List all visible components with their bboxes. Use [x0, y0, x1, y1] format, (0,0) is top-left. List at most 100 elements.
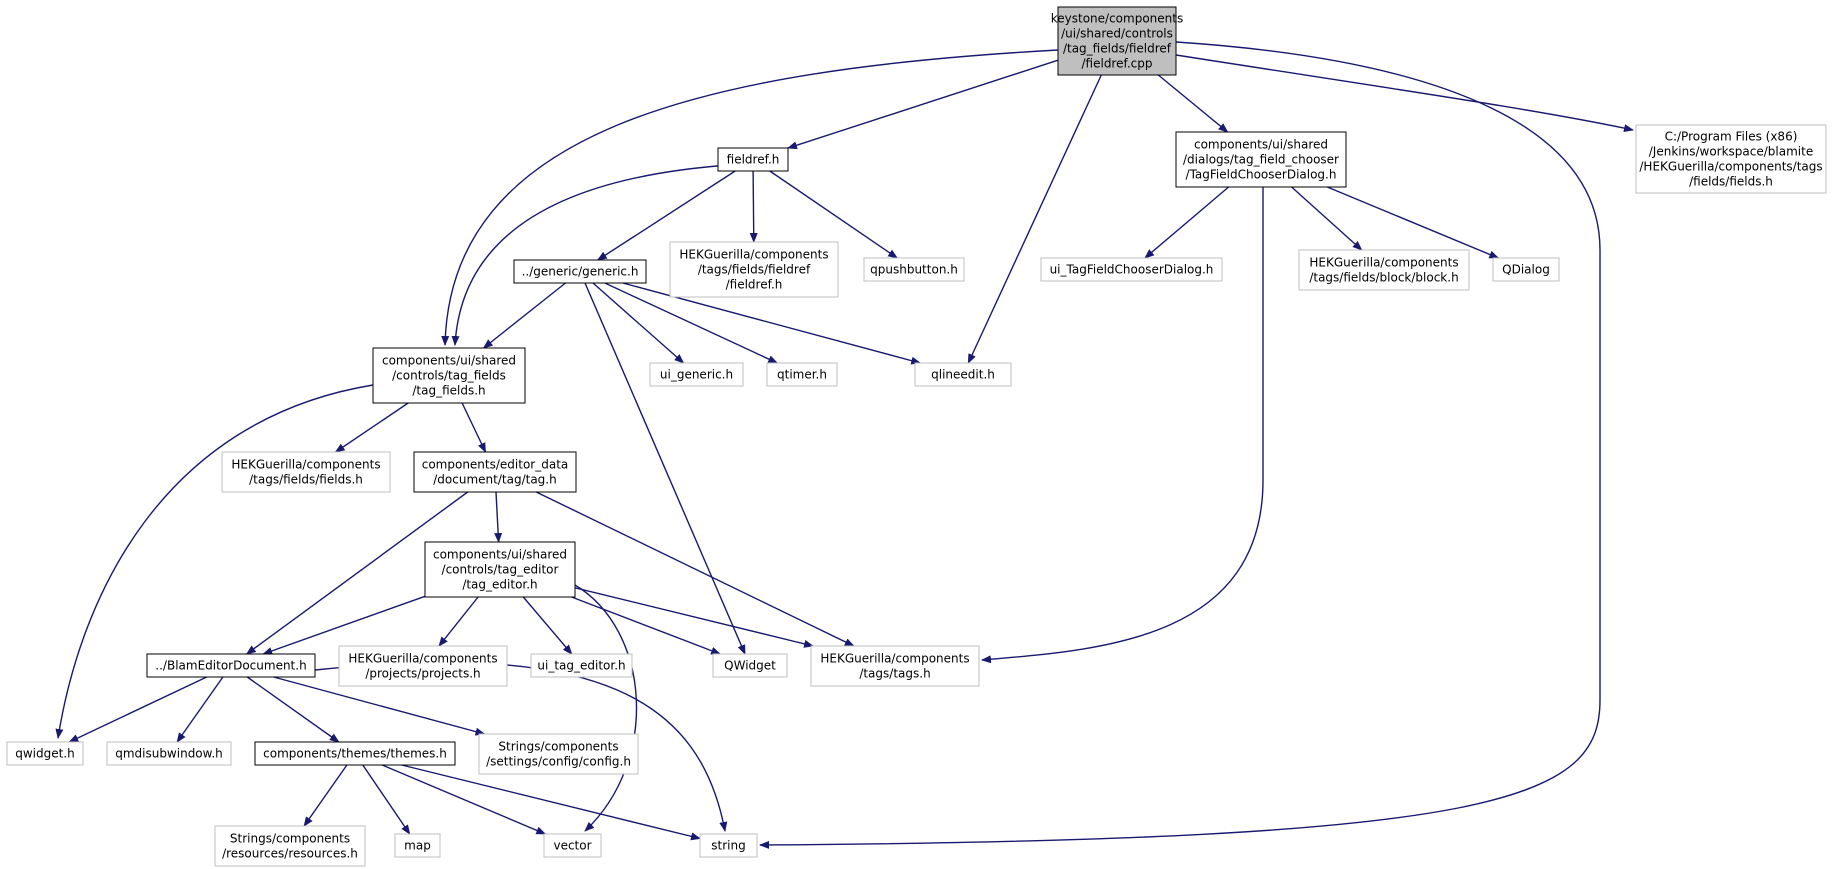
node-label-line: components/ui/shared: [433, 548, 567, 562]
node-label-line: Strings/components: [498, 740, 618, 754]
node-label-line: ui_TagFieldChooserDialog.h: [1050, 263, 1214, 277]
node-box: [669, 241, 839, 298]
node-label-line: HEKGuerilla/components: [679, 248, 828, 262]
node-label-line: /projects/projects.h: [365, 667, 480, 681]
edges-layer: [55, 41, 1634, 849]
edge-fieldref-cpp-to-jenkins-fields-h: [1175, 54, 1634, 133]
node-label-line: QWidget: [724, 659, 776, 673]
edge-tag-editor-h-to-hek-tags-h: [574, 587, 815, 648]
edge-themes-h-to-strings-resources-h: [303, 764, 348, 827]
node-box: [372, 347, 526, 404]
edge-generic-h-to-tag-fields-h: [482, 282, 566, 349]
node-label-line: map: [404, 839, 431, 853]
node-label-line: ../BlamEditorDocument.h: [155, 659, 306, 673]
node-tagfieldchooserdialog-h[interactable]: components/ui/shared/dialogs/tag_field_c…: [1175, 131, 1347, 188]
node-box: [478, 733, 639, 775]
edge-themes-h-to-map: [362, 764, 411, 835]
node-box: [1040, 257, 1223, 282]
node-box: [424, 541, 576, 598]
edge-tag-h-to-hek-tags-h: [535, 491, 855, 647]
node-label-line: /settings/config/config.h: [486, 755, 631, 769]
node-blameditordocument-h[interactable]: ../BlamEditorDocument.h: [146, 653, 316, 678]
node-box: [530, 653, 633, 678]
node-vector: vector: [543, 833, 602, 858]
node-box: [543, 833, 602, 858]
node-box: [394, 833, 441, 858]
node-label-line: components/ui/shared: [382, 354, 516, 368]
node-label-line: /controls/tag_editor: [442, 563, 559, 577]
node-label-line: components/editor_data: [422, 458, 569, 472]
node-label-line: qpushbutton.h: [870, 263, 958, 277]
node-ui-generic-h: ui_generic.h: [649, 362, 744, 387]
node-hek-block-h: HEKGuerilla/components/tags/fields/block…: [1298, 249, 1470, 291]
node-hek-projects-h: HEKGuerilla/components/projects/projects…: [338, 645, 508, 687]
node-label-line: /tags/fields/fields.h: [249, 473, 363, 487]
node-fieldref-cpp[interactable]: keystone/components/ui/shared/controls/t…: [1051, 6, 1183, 76]
edge-generic-h-to-qtimer-h: [604, 282, 779, 364]
node-label-line: qtimer.h: [777, 368, 827, 382]
node-themes-h[interactable]: components/themes/themes.h: [254, 741, 456, 766]
node-label-line: ui_tag_editor.h: [537, 659, 625, 673]
node-box: [413, 451, 577, 493]
node-label-line: /fieldref.cpp: [1082, 57, 1153, 71]
edge-themes-h-to-vector: [381, 764, 547, 835]
node-fieldref-h[interactable]: fieldref.h: [717, 147, 789, 172]
edge-tagfieldchooserdialog-h-to-hek-block-h: [1291, 186, 1363, 251]
node-label-line: /tags/tags.h: [859, 667, 930, 681]
node-label-line: qmdisubwindow.h: [115, 747, 223, 761]
node-ui-tagfieldchooserdialog-h: ui_TagFieldChooserDialog.h: [1040, 257, 1223, 282]
edge-themes-h-to-string: [401, 764, 701, 841]
edge-generic-h-to-ui-generic-h: [592, 282, 685, 364]
node-qlineedit-h: qlineedit.h: [914, 362, 1012, 387]
node-label-line: /fields/fields.h: [1689, 175, 1773, 189]
node-box: [649, 362, 744, 387]
edge-blameditordocument-h-to-qwidget-h: [68, 676, 207, 743]
node-label-line: QDialog: [1502, 263, 1550, 277]
edge-fieldref-h-to-hek-fieldref-h: [749, 170, 758, 243]
node-label-line: /HEKGuerilla/components/tags: [1639, 160, 1822, 174]
node-box: [699, 833, 758, 858]
node-generic-h[interactable]: ../generic/generic.h: [513, 259, 647, 284]
edge-fieldref-cpp-to-fieldref-h: [787, 59, 1059, 150]
node-tag-h[interactable]: components/editor_data/document/tag/tag.…: [413, 451, 577, 493]
node-box: [766, 362, 838, 387]
node-box: [221, 451, 391, 493]
node-label-line: /resources/resources.h: [222, 847, 358, 861]
edge-tagfieldchooserdialog-h-to-qdialog: [1327, 186, 1500, 259]
node-label-line: /Jenkins/workspace/blamite: [1649, 145, 1813, 159]
node-label-line: keystone/components: [1051, 12, 1183, 26]
node-box: [254, 741, 456, 766]
edge-tag-fields-h-to-qwidget-h: [55, 384, 374, 739]
node-box: [513, 259, 647, 284]
node-hek-fields-h: HEKGuerilla/components/tags/fields/field…: [221, 451, 391, 493]
node-label-line: vector: [553, 839, 591, 853]
node-label-line: Strings/components: [230, 832, 350, 846]
node-strings-resources-h: Strings/components/resources/resources.h: [214, 825, 366, 867]
node-label-line: C:/Program Files (x86): [1665, 130, 1798, 144]
node-qwidget-cap: QWidget: [712, 653, 788, 678]
node-label-line: /tag_fields.h: [412, 384, 485, 398]
node-qtimer-h: qtimer.h: [766, 362, 838, 387]
node-box: [6, 741, 84, 766]
node-hek-fieldref-h: HEKGuerilla/components/tags/fields/field…: [669, 241, 839, 298]
node-qwidget-h: qwidget.h: [6, 741, 84, 766]
node-tag-fields-h[interactable]: components/ui/shared/controls/tag_fields…: [372, 347, 526, 404]
node-box: [214, 825, 366, 867]
edge-blameditordocument-h-to-themes-h: [246, 676, 340, 743]
node-label-line: /dialogs/tag_field_chooser: [1183, 153, 1339, 167]
node-tag-editor-h[interactable]: components/ui/shared/controls/tag_editor…: [424, 541, 576, 598]
edge-fieldref-cpp-to-qlineedit-h: [967, 74, 1102, 364]
node-label-line: /tag_fields/fieldref: [1063, 42, 1172, 56]
node-hek-tags-h: HEKGuerilla/components/tags/tags.h: [810, 645, 980, 687]
edge-tag-fields-h-to-hek-fields-h: [334, 402, 409, 453]
edge-fieldref-h-to-generic-h: [596, 170, 736, 261]
node-box: [1057, 6, 1177, 76]
node-label-line: /controls/tag_fields: [392, 369, 506, 383]
node-box: [1175, 131, 1347, 188]
node-box: [914, 362, 1012, 387]
edge-tag-editor-h-to-ui-tag-editor-h: [522, 596, 573, 655]
node-qdialog: QDialog: [1492, 257, 1560, 282]
node-box: [338, 645, 508, 687]
node-label-line: qwidget.h: [15, 747, 75, 761]
node-label-line: /document/tag/tag.h: [433, 473, 556, 487]
